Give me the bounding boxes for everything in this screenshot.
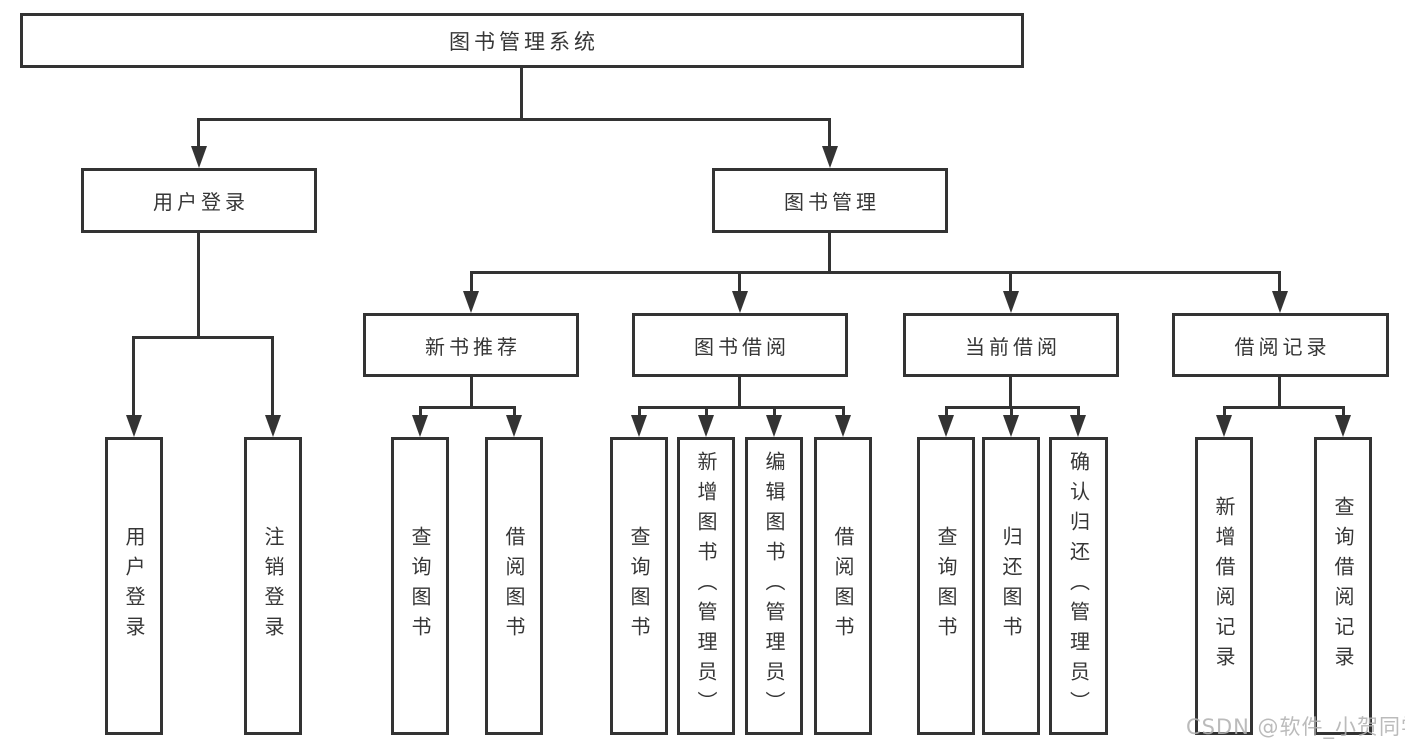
connector-stem <box>1009 271 1012 293</box>
leaf-add-book-admin-label: 新增图书（管理员） <box>694 451 718 721</box>
connector-stem <box>1077 406 1080 418</box>
leaf-query-book-recommend-label: 查询图书 <box>408 526 432 646</box>
arrowhead-down <box>126 415 142 437</box>
connector-stem <box>470 377 473 406</box>
node-user-login: 用户登录 <box>81 168 317 233</box>
leaf-query-borrow-record: 查询借阅记录 <box>1314 437 1372 735</box>
connector-bar <box>638 406 845 409</box>
connector-stem <box>419 406 422 418</box>
arrowhead-down <box>1070 415 1086 437</box>
arrowhead-down <box>1272 291 1288 313</box>
node-user-login-label: 用户登录 <box>153 190 249 214</box>
connector-stem <box>1278 271 1281 293</box>
connector-stem <box>1223 406 1226 418</box>
connector-stem <box>197 118 200 148</box>
arrowhead-down <box>1003 291 1019 313</box>
leaf-query-book-recommend: 查询图书 <box>391 437 449 735</box>
leaf-add-borrow-record-label: 新增借阅记录 <box>1212 496 1236 676</box>
leaf-query-book-current-label: 查询图书 <box>934 526 958 646</box>
connector-stem <box>1010 406 1013 418</box>
arrowhead-down <box>732 291 748 313</box>
node-borrowing-records: 借阅记录 <box>1172 313 1389 377</box>
connector-stem <box>470 271 473 293</box>
connector-bar <box>470 271 1281 274</box>
connector-stem <box>1278 377 1281 406</box>
arrowhead-down <box>191 146 207 168</box>
connector-stem <box>271 336 274 416</box>
leaf-add-borrow-record: 新增借阅记录 <box>1195 437 1253 735</box>
leaf-logout: 注销登录 <box>244 437 302 735</box>
node-borrowing-records-label: 借阅记录 <box>1234 334 1331 359</box>
leaf-query-book-current: 查询图书 <box>917 437 975 735</box>
arrowhead-down <box>1335 415 1351 437</box>
leaf-return-book-label: 归还图书 <box>999 526 1023 646</box>
leaf-query-book-borrowing: 查询图书 <box>610 437 668 735</box>
connector-bar <box>419 406 516 409</box>
node-current-borrowing-label: 当前借阅 <box>965 334 1061 359</box>
connector-bar <box>1223 406 1345 409</box>
node-book-management: 图书管理 <box>712 168 948 233</box>
arrowhead-down <box>463 291 479 313</box>
leaf-borrow-book-recommend: 借阅图书 <box>485 437 543 735</box>
connector-stem <box>945 406 948 418</box>
connector-stem <box>828 233 831 271</box>
connector-stem <box>197 233 200 336</box>
arrowhead-down <box>506 415 522 437</box>
arrowhead-down <box>1003 415 1019 437</box>
connector-stem <box>773 406 776 418</box>
arrowhead-down <box>835 415 851 437</box>
node-book-borrowing: 图书借阅 <box>632 313 848 377</box>
arrowhead-down <box>1216 415 1232 437</box>
connector-stem <box>842 406 845 418</box>
connector-root-bar <box>197 118 831 121</box>
node-book-management-label: 图书管理 <box>784 190 880 214</box>
connector-stem <box>132 336 135 416</box>
connector-stem <box>1009 377 1012 406</box>
leaf-add-book-admin: 新增图书（管理员） <box>677 437 735 735</box>
leaf-edit-book-admin: 编辑图书（管理员） <box>745 437 803 735</box>
node-book-borrowing-label: 图书借阅 <box>694 334 790 359</box>
node-current-borrowing: 当前借阅 <box>903 313 1119 377</box>
connector-bar <box>132 336 274 339</box>
leaf-user-login-label: 用户登录 <box>122 526 146 646</box>
leaf-query-borrow-record-label: 查询借阅记录 <box>1331 496 1355 676</box>
node-root-label: 图书管理系统 <box>449 29 599 54</box>
connector-root-stem <box>520 68 523 118</box>
arrowhead-down <box>698 415 714 437</box>
arrowhead-down <box>265 415 281 437</box>
arrowhead-down <box>766 415 782 437</box>
connector-stem <box>705 406 708 418</box>
leaf-user-login: 用户登录 <box>105 437 163 735</box>
connector-stem <box>513 406 516 418</box>
node-new-book-recommendation-label: 新书推荐 <box>425 334 521 359</box>
leaf-edit-book-admin-label: 编辑图书（管理员） <box>762 451 786 721</box>
leaf-borrow-book-recommend-label: 借阅图书 <box>502 526 526 646</box>
watermark: CSDN @软件_小贺同学 <box>1186 715 1405 739</box>
connector-stem <box>738 271 741 293</box>
leaf-query-book-borrowing-label: 查询图书 <box>627 526 651 646</box>
arrowhead-down <box>822 146 838 168</box>
node-root-system: 图书管理系统 <box>20 13 1024 68</box>
leaf-confirm-return-admin-label: 确认归还（管理员） <box>1066 451 1091 721</box>
leaf-borrow-book-label: 借阅图书 <box>831 526 855 646</box>
leaf-confirm-return-admin: 确认归还（管理员） <box>1049 437 1108 735</box>
leaf-borrow-book: 借阅图书 <box>814 437 872 735</box>
connector-stem <box>638 406 641 418</box>
connector-stem <box>828 118 831 148</box>
connector-stem <box>1342 406 1345 418</box>
leaf-return-book: 归还图书 <box>982 437 1040 735</box>
arrowhead-down <box>631 415 647 437</box>
arrowhead-down <box>412 415 428 437</box>
node-new-book-recommendation: 新书推荐 <box>363 313 579 377</box>
leaf-logout-label: 注销登录 <box>261 526 285 646</box>
arrowhead-down <box>938 415 954 437</box>
connector-stem <box>738 377 741 406</box>
